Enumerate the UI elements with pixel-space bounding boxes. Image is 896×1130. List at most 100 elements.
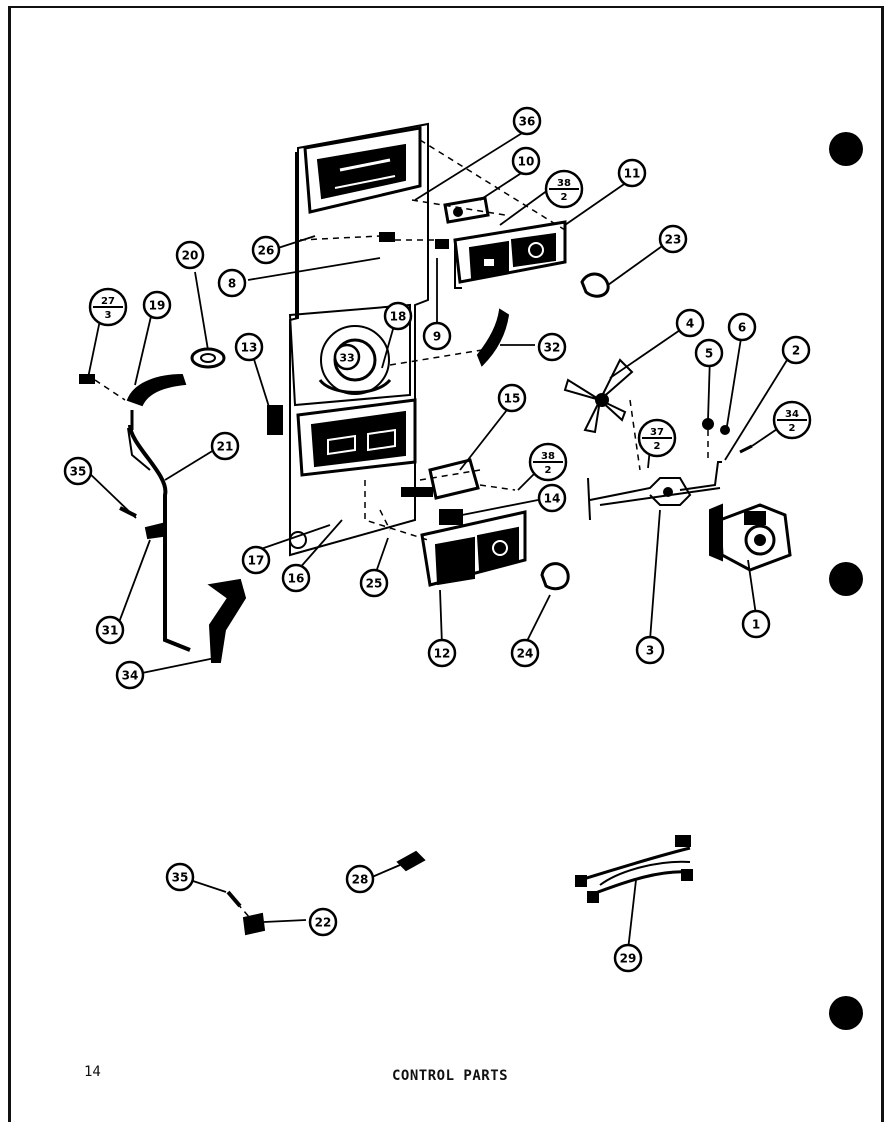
callout-circle [511, 146, 541, 176]
callout-label: 11 [624, 167, 641, 181]
callout-numerator: 38 [557, 178, 571, 189]
callout-c6a: 6 [727, 312, 757, 342]
callout-circle [617, 158, 647, 188]
callout-c17: 17 [241, 545, 271, 575]
callout-label: 24 [517, 647, 534, 661]
wire-harness-29 [575, 835, 693, 903]
callout-label: 34 [122, 669, 139, 683]
callout-c19: 19 [142, 290, 172, 320]
callout-circle [217, 268, 247, 298]
callout-circle [658, 224, 688, 254]
timer-housing [288, 303, 411, 407]
callout-label: 12 [434, 647, 451, 661]
binder-hole-bottom [829, 996, 863, 1030]
callout-circle [333, 343, 361, 371]
lower-display-housing [296, 398, 417, 477]
callout-label: 18 [390, 310, 407, 324]
callout-denominator: 2 [789, 423, 796, 434]
timer-dial [320, 325, 390, 395]
callout-denominator: 2 [654, 441, 661, 452]
callout-label: 35 [172, 871, 189, 885]
bracket-3 [587, 461, 722, 521]
callout-c1: 1 [741, 609, 771, 639]
callout-c9: 9 [422, 321, 452, 351]
callout-circle [635, 635, 665, 665]
callout-circle [281, 563, 311, 593]
callout-circle [234, 332, 264, 362]
callout-c35b: 35 [165, 862, 195, 892]
callout-label: 10 [518, 155, 535, 169]
callout-label: 9 [433, 330, 441, 344]
callout-circle [537, 483, 567, 513]
callout-c25: 25 [359, 568, 389, 598]
callout-c10: 10 [511, 146, 541, 176]
callout-numerator: 38 [541, 451, 555, 462]
callout-label: 14 [544, 492, 561, 506]
page-border [8, 6, 884, 1122]
callout-c14: 14 [537, 483, 567, 513]
knob-23 [580, 272, 610, 298]
parts-drawing [79, 122, 792, 936]
callout-circle [694, 338, 724, 368]
callout-label: 8 [228, 277, 236, 291]
callout-label: 33 [339, 352, 354, 365]
callout-c21: 21 [210, 431, 240, 461]
callout-label: 6 [738, 321, 746, 335]
callout-c11: 11 [617, 158, 647, 188]
callout-label: 20 [182, 249, 199, 263]
callout-circle [95, 615, 125, 645]
callout-label: 17 [248, 554, 265, 568]
callout-denominator: 2 [561, 192, 568, 203]
callout-c15: 15 [497, 383, 527, 413]
callout-label: 25 [366, 577, 383, 591]
callout-c38b: 382 [528, 442, 568, 482]
callout-c20: 20 [175, 240, 205, 270]
callout-circle [175, 240, 205, 270]
callout-circle [142, 290, 172, 320]
callout-circle [210, 431, 240, 461]
callout-label: 4 [686, 317, 694, 331]
callout-c3: 3 [635, 635, 665, 665]
callout-label: 16 [288, 572, 305, 586]
callout-c4: 4 [675, 308, 705, 338]
bulb-28 [396, 850, 426, 872]
callout-c24: 24 [510, 638, 540, 668]
callout-c37: 372 [637, 418, 677, 458]
callout-numerator: 34 [785, 409, 799, 420]
callout-c2: 2 [781, 335, 811, 365]
callout-circle [63, 456, 93, 486]
callout-circle [537, 332, 567, 362]
upper-display-inner [316, 143, 406, 200]
knob-24 [540, 562, 570, 591]
callout-c23: 23 [658, 224, 688, 254]
clip-22 [242, 912, 266, 936]
callout-denominator: 3 [105, 310, 112, 321]
callout-circle [241, 545, 271, 575]
callout-label: 23 [665, 233, 682, 247]
callout-c18: 18 [383, 301, 413, 331]
callout-label: 31 [102, 624, 119, 638]
callout-c5: 5 [694, 338, 724, 368]
callout-circle [781, 335, 811, 365]
module-11 [453, 220, 567, 284]
plate-34 [207, 578, 247, 663]
callout-circle [512, 106, 542, 136]
callout-c12: 12 [427, 638, 457, 668]
callout-label: 13 [241, 341, 258, 355]
callout-label: 21 [217, 440, 234, 454]
rod-21 [128, 424, 191, 652]
callout-label: 15 [504, 392, 521, 406]
callout-circle [727, 312, 757, 342]
switch-15 [428, 458, 480, 500]
upper-display-housing [303, 126, 422, 214]
callout-circle [613, 943, 643, 973]
callout-circle [345, 864, 375, 894]
callout-c22: 22 [308, 907, 338, 937]
callout-label: 26 [258, 244, 275, 258]
module-12 [420, 510, 527, 587]
callout-label: 28 [352, 873, 369, 887]
callout-circle [383, 301, 413, 331]
callout-denominator: 2 [545, 465, 552, 476]
